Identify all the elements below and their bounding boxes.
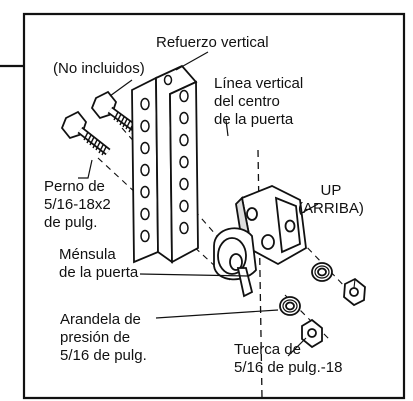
nut-upper [343, 277, 366, 307]
label-up: UP (ARRIBA) [298, 182, 364, 217]
leader-lines [78, 51, 319, 357]
label-no-incluidos: (No incluidos) [53, 60, 145, 77]
label-arandela: Arandela de presión de 5/16 de pulg. [60, 311, 147, 364]
panel-frame [22, 12, 406, 400]
bolt-lower [60, 110, 111, 156]
nut-lower [301, 318, 323, 349]
vertical-reinforcement [131, 64, 199, 264]
door-bracket [213, 185, 307, 298]
label-refuerzo: Refuerzo vertical [156, 34, 269, 51]
label-tuerca: Tuerca de 5/16 de pulg.-18 [234, 341, 343, 376]
label-mensula: Ménsula de la puerta [59, 246, 139, 281]
label-linea-vertical: Línea vertical del centro de la puerta [214, 75, 304, 128]
lock-washer-upper [311, 262, 333, 282]
lock-washer-lower [279, 296, 301, 316]
label-perno: Perno de 5/16-18x2 de pulg. [44, 178, 111, 231]
